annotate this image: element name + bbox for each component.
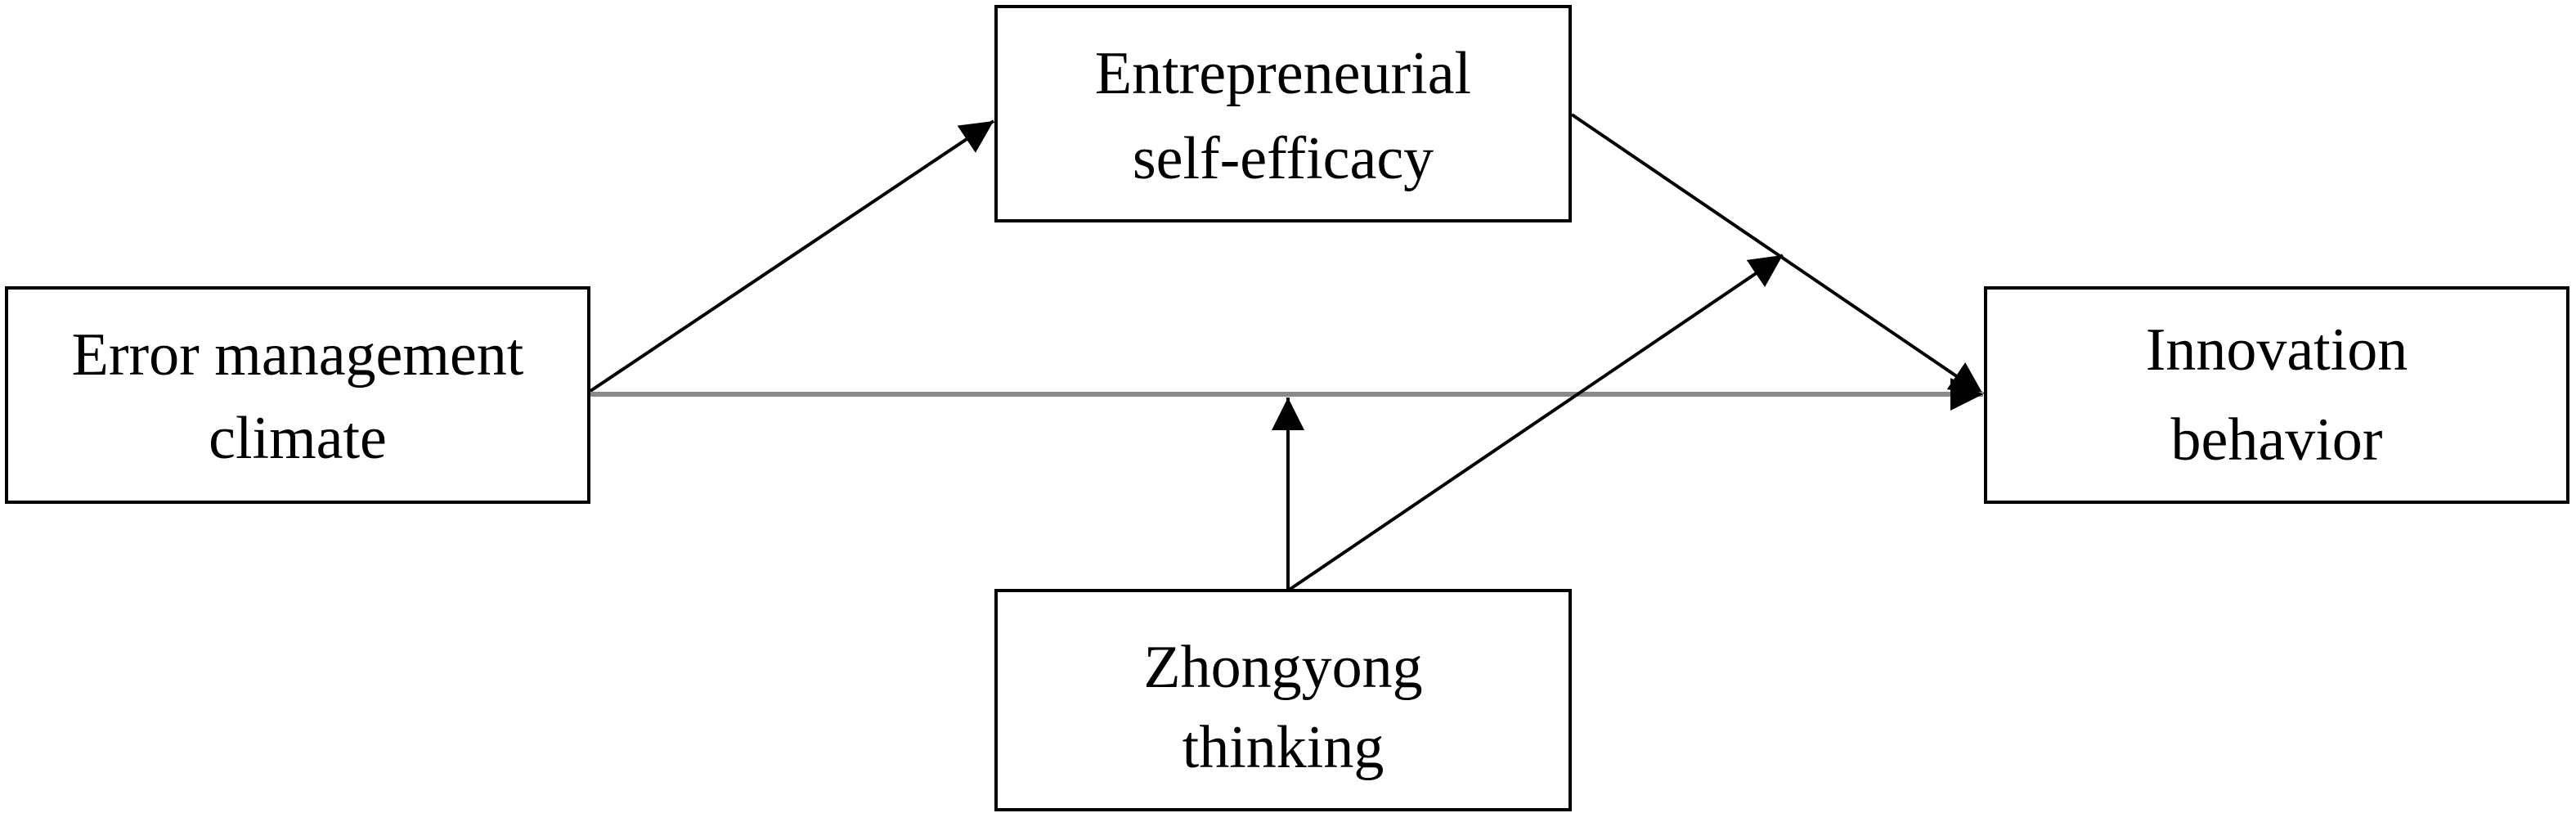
node-entrepreneurial-self-efficacy-line1: Entrepreneurial [1095, 40, 1471, 107]
node-innovation-behavior-line2: behavior [2171, 407, 2383, 474]
node-entrepreneurial-self-efficacy: Entrepreneurial self-efficacy [994, 5, 1572, 222]
node-error-management-climate-line1: Error management [72, 321, 524, 389]
node-innovation-behavior-line1: Innovation [2146, 317, 2408, 384]
node-innovation-behavior: Innovation behavior [1984, 286, 2569, 504]
node-zhongyong-thinking-line1: Zhongyong [1143, 634, 1422, 701]
node-entrepreneurial-self-efficacy-line2: self-efficacy [1133, 125, 1434, 192]
edge-zt-moderates-ese-ib-path [1286, 254, 1784, 592]
node-error-management-climate: Error management climate [5, 286, 590, 504]
node-zhongyong-thinking-line2: thinking [1183, 714, 1384, 781]
edge-emc-to-ese [589, 119, 995, 393]
node-zhongyong-thinking: Zhongyong thinking [994, 589, 1572, 811]
node-error-management-climate-line2: climate [209, 405, 387, 472]
edge-ese-to-ib [1570, 113, 1985, 396]
